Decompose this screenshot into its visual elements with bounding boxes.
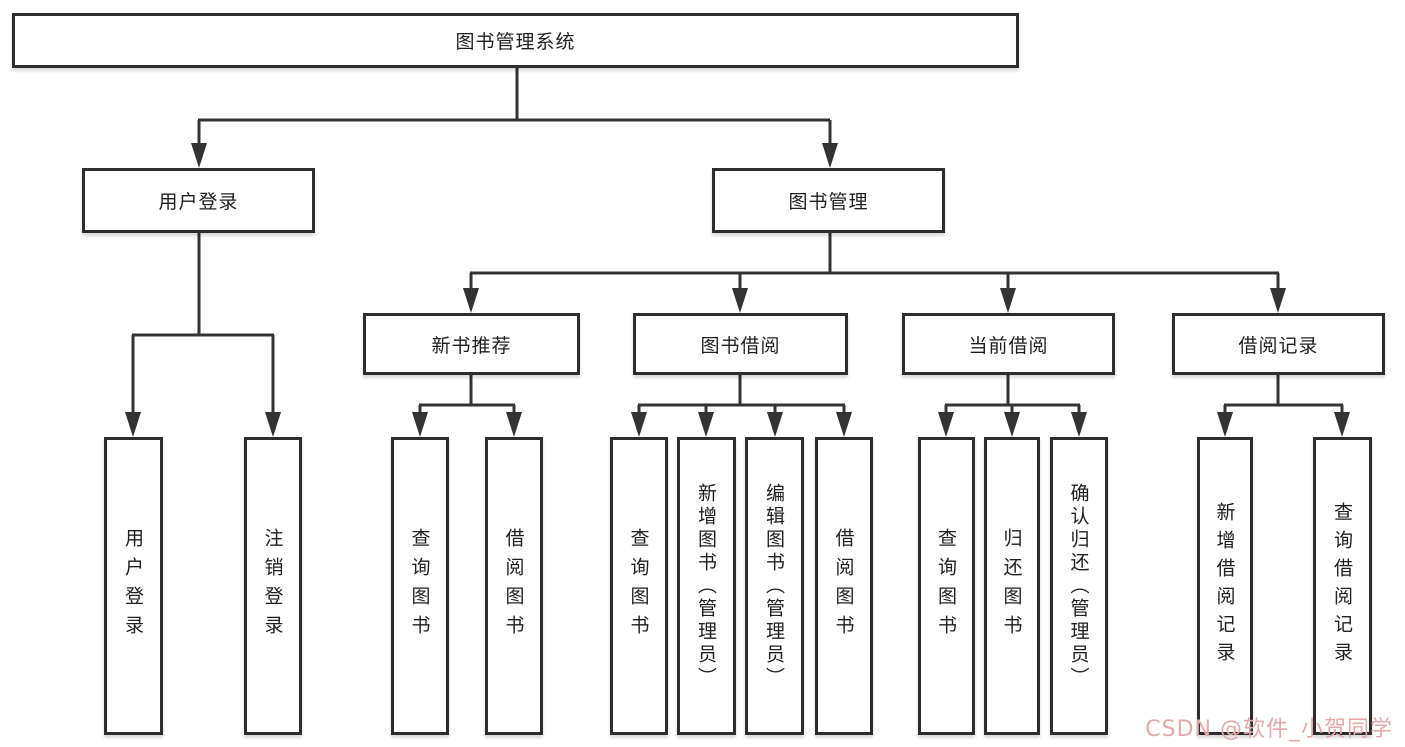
node-leaf-query-books-current: 查询图书 xyxy=(918,437,975,735)
node-leaf-add-borrow-record: 新增借阅记录 xyxy=(1197,437,1253,735)
node-leaf-logout: 注销登录 xyxy=(244,437,302,735)
arrow-down-icon xyxy=(698,412,714,437)
arrow-down-icon xyxy=(822,143,838,168)
arrow-down-icon xyxy=(631,412,647,437)
node-leaf-query-borrow-record: 查询借阅记录 xyxy=(1313,437,1372,735)
node-leaf-borrow-books: 借阅图书 xyxy=(815,437,873,735)
arrow-down-icon xyxy=(463,288,479,313)
arrow-down-icon xyxy=(125,412,141,437)
arrow-down-icon xyxy=(732,288,748,313)
node-new-book-recommend: 新书推荐 xyxy=(363,313,580,375)
arrow-down-icon xyxy=(506,412,522,437)
arrow-down-icon xyxy=(1217,412,1233,437)
node-leaf-add-books-admin: 新增图书（管理员） xyxy=(677,437,736,735)
arrow-down-icon xyxy=(1270,288,1286,313)
node-book-management: 图书管理 xyxy=(712,168,945,233)
node-leaf-query-books-borrow: 查询图书 xyxy=(610,437,668,735)
node-borrowing-records: 借阅记录 xyxy=(1172,313,1385,375)
arrow-down-icon xyxy=(1071,412,1087,437)
arrow-down-icon xyxy=(938,412,954,437)
arrow-down-icon xyxy=(412,412,428,437)
arrow-down-icon xyxy=(836,412,852,437)
node-user-login: 用户登录 xyxy=(82,168,315,233)
node-leaf-query-books-rec: 查询图书 xyxy=(391,437,449,735)
node-book-borrowing: 图书借阅 xyxy=(633,313,848,375)
node-leaf-borrow-books-rec: 借阅图书 xyxy=(485,437,543,735)
csdn-watermark: CSDN @软件_小贺同学 xyxy=(1145,717,1393,742)
arrow-down-icon xyxy=(1334,412,1350,437)
node-library-management-system: 图书管理系统 xyxy=(12,13,1019,68)
node-current-borrowing: 当前借阅 xyxy=(902,313,1115,375)
node-leaf-confirm-return-admin: 确认归还（管理员） xyxy=(1050,437,1108,735)
node-leaf-user-login: 用户登录 xyxy=(104,437,163,735)
arrow-down-icon xyxy=(1000,288,1016,313)
node-leaf-edit-books-admin: 编辑图书（管理员） xyxy=(745,437,804,735)
arrow-down-icon xyxy=(1004,412,1020,437)
arrow-down-icon xyxy=(265,412,281,437)
node-leaf-return-books: 归还图书 xyxy=(984,437,1040,735)
arrow-down-icon xyxy=(191,143,207,168)
arrow-down-icon xyxy=(767,412,783,437)
